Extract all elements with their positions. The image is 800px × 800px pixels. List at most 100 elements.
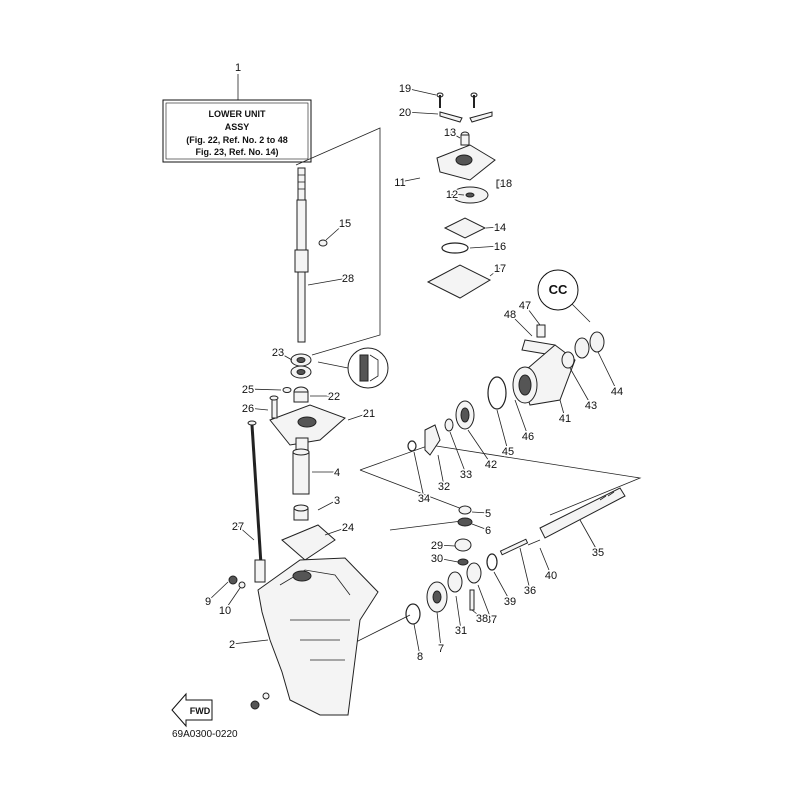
callout-19: 19 [399,83,411,95]
leader-line-18 [499,182,507,185]
leader-line-10 [224,587,241,611]
callout-46: 46 [522,431,534,443]
leader-line-15 [325,222,346,241]
sleeve-4 [292,451,310,495]
callout-1: 1 [235,62,241,74]
leader-line-20 [404,111,439,115]
collar-3-top [293,504,309,512]
title-box: 1 LOWER UNIT ASSY (Fig. 22, Ref. No. 2 t… [162,62,312,163]
callout-33: 33 [460,469,472,481]
leader-line-30 [436,557,459,563]
callout-32: 32 [438,481,450,493]
leader-line-21 [347,412,370,421]
leader-line-31 [455,595,462,631]
callout-35: 35 [592,547,604,559]
leader-line-46 [514,399,529,437]
cc-label: CC [549,282,568,297]
bushing-22-body [293,391,309,403]
leader-line-28 [307,277,349,286]
leader-line-33 [449,431,467,475]
leader-line-35 [579,519,599,553]
callout-14: 14 [494,222,506,234]
screw-9-upper [228,575,238,585]
leader-line-14 [485,226,501,229]
callout-6: 6 [485,525,491,537]
leader-line-13 [449,131,461,139]
callout-25: 25 [242,384,254,396]
callout-11: 11 [394,177,405,189]
leader-line-23 [277,351,293,361]
leader-line-36 [519,547,531,591]
bearing-23 [290,353,312,379]
fwd-arrow: FWD [171,692,213,728]
callout-3: 3 [334,495,340,507]
callout-43: 43 [585,400,597,412]
screw-9-lower [250,700,260,710]
callout-31: 31 [455,625,467,637]
fwd-label: FWD [190,706,211,716]
callout-24: 24 [342,522,354,534]
callout-29: 29 [431,540,443,552]
leader-line-32 [437,454,445,487]
leader-line-40 [539,547,552,576]
callout-23: 23 [272,347,284,359]
leader-line-2 [231,639,269,645]
callout-22: 22 [328,391,340,403]
gasket-10-upper [238,581,246,589]
leader-line-45 [496,409,509,452]
leader-line-48 [509,313,533,337]
callout-30: 30 [431,553,443,565]
callout-27: 27 [232,521,244,533]
title-line-4: Fig. 23, Ref. No. 14) [195,147,278,157]
leader-line-44 [597,351,618,392]
shift-rod [247,420,266,583]
gasket-10-lower [262,692,270,700]
seal-detail-view [317,347,389,389]
sleeve-4-top [292,448,310,456]
callout-48: 48 [504,309,516,321]
bolt-25 [282,387,292,393]
leader-line-26 [247,407,269,411]
callout-21: 21 [363,408,375,420]
title-line-1: LOWER UNIT [209,109,266,119]
callout-8: 8 [417,651,423,663]
callout-42: 42 [485,459,497,471]
pin-15 [318,239,328,247]
callout-4: 4 [334,467,340,479]
callout-28: 28 [342,273,354,285]
callout-44: 44 [611,386,623,398]
assembly-guide-lines [295,127,642,656]
leader-line-8 [413,623,421,657]
leader-line-17 [489,267,501,277]
callout-2: 2 [229,639,235,651]
leader-line-19 [404,87,437,96]
diagram-code: 69A0300-0220 [172,729,238,740]
callout-17: 17 [494,263,506,275]
gasket-24 [281,524,336,561]
callout-15: 15 [339,218,351,230]
leader-line-6 [471,523,489,531]
lower-case-housing [257,557,379,716]
water-pump-group [426,92,503,299]
leader-line-9 [207,581,229,602]
leader-line-42 [467,429,492,465]
leader-line-12 [451,193,465,196]
leader-line-3 [317,499,338,511]
callout-12: 12 [446,189,458,201]
callout-20: 20 [399,107,411,119]
callout-37: 37 [485,614,497,626]
callout-40: 40 [545,570,557,582]
callout-13: 13 [444,127,456,139]
propeller-housing-group [407,324,605,456]
callout-45: 45 [502,446,514,458]
leader-line-7 [436,611,442,649]
callout-26: 26 [242,403,254,415]
callout-47: 47 [519,300,531,312]
leader-line-5 [471,511,489,514]
cc-badge: CC [537,269,591,323]
leader-line-27 [237,525,255,541]
callout-39: 39 [504,596,516,608]
callout-labels: 2345678910111213141516171819202122232425… [203,82,624,665]
callout-18: 18 [500,178,512,190]
